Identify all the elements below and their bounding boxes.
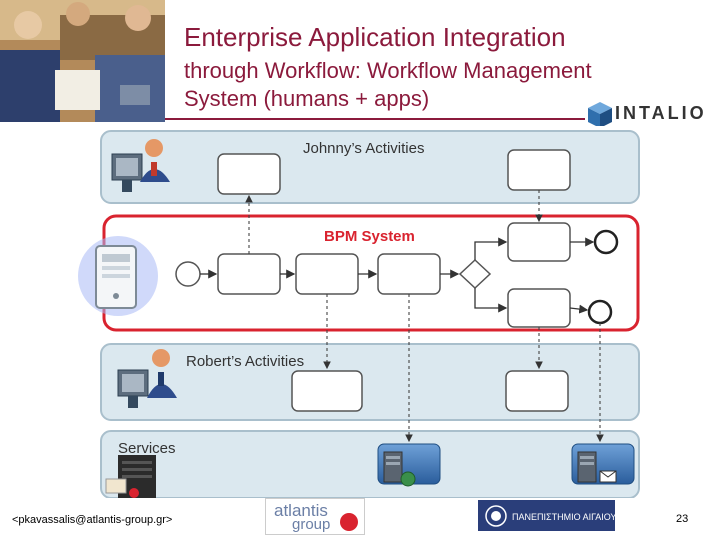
server-glow-icon [78,236,158,316]
end-event-1 [593,229,619,255]
service-mail-server-icon [571,443,635,485]
bpm-task-3 [377,253,441,295]
slide-subtitle-line-2: System (humans + apps) [184,86,430,111]
lane-services [100,430,640,499]
title-rule [165,118,585,120]
slide-subtitle-line-1: through Workflow: Workflow Management [184,58,592,83]
workflow-diagram: Johnny’s Activities BPM System Robert’s … [74,126,646,499]
activity-box-robert-2 [505,370,569,412]
activity-box-johnny-1 [217,153,281,195]
group-wordmark: group [292,516,331,533]
intalio-cube-icon [588,102,612,128]
bpm-task-2 [295,253,359,295]
bpm-task-4 [507,222,571,262]
page-number: 23 [676,513,689,525]
red-ball-icon [340,513,358,531]
lane-robert [100,343,640,421]
aegean-university-name: ΠΑΝΕΠΙΣΤΗΜΙΟ ΑΙΓΑΙΟΥ [512,512,617,522]
intalio-logo: INTALIO [585,100,720,130]
service-web-server-icon [377,443,441,487]
lane-label-johnny: Johnny’s Activities [303,140,424,157]
atlantis-wordmark: atlantis [274,501,328,520]
end-event-2 [587,299,613,325]
lane-label-services: Services [118,440,176,457]
activity-box-robert-1 [291,370,363,412]
atlantis-group-logo: atlantis group [265,498,365,535]
lane-label-robert: Robert’s Activities [186,353,304,370]
university-seal-icon [485,505,507,527]
slide-title: Enterprise Application Integration [184,22,566,52]
server-tower-icon [105,455,156,498]
header-photo [0,0,165,122]
activity-box-johnny-2 [507,149,571,191]
intalio-wordmark: INTALIO [615,103,707,123]
bpm-task-1 [217,253,281,295]
lane-label-bpm: BPM System [324,228,415,245]
footer-email: <pkavassalis@atlantis-group.gr> [12,514,173,526]
bpm-task-5 [507,288,571,328]
aegean-university-logo: ΠΑΝΕΠΙΣΤΗΜΙΟ ΑΙΓΑΙΟΥ [478,500,617,531]
person-computer-icon-johnny [111,139,170,192]
start-event [175,261,201,287]
person-computer-icon-robert [117,349,177,408]
